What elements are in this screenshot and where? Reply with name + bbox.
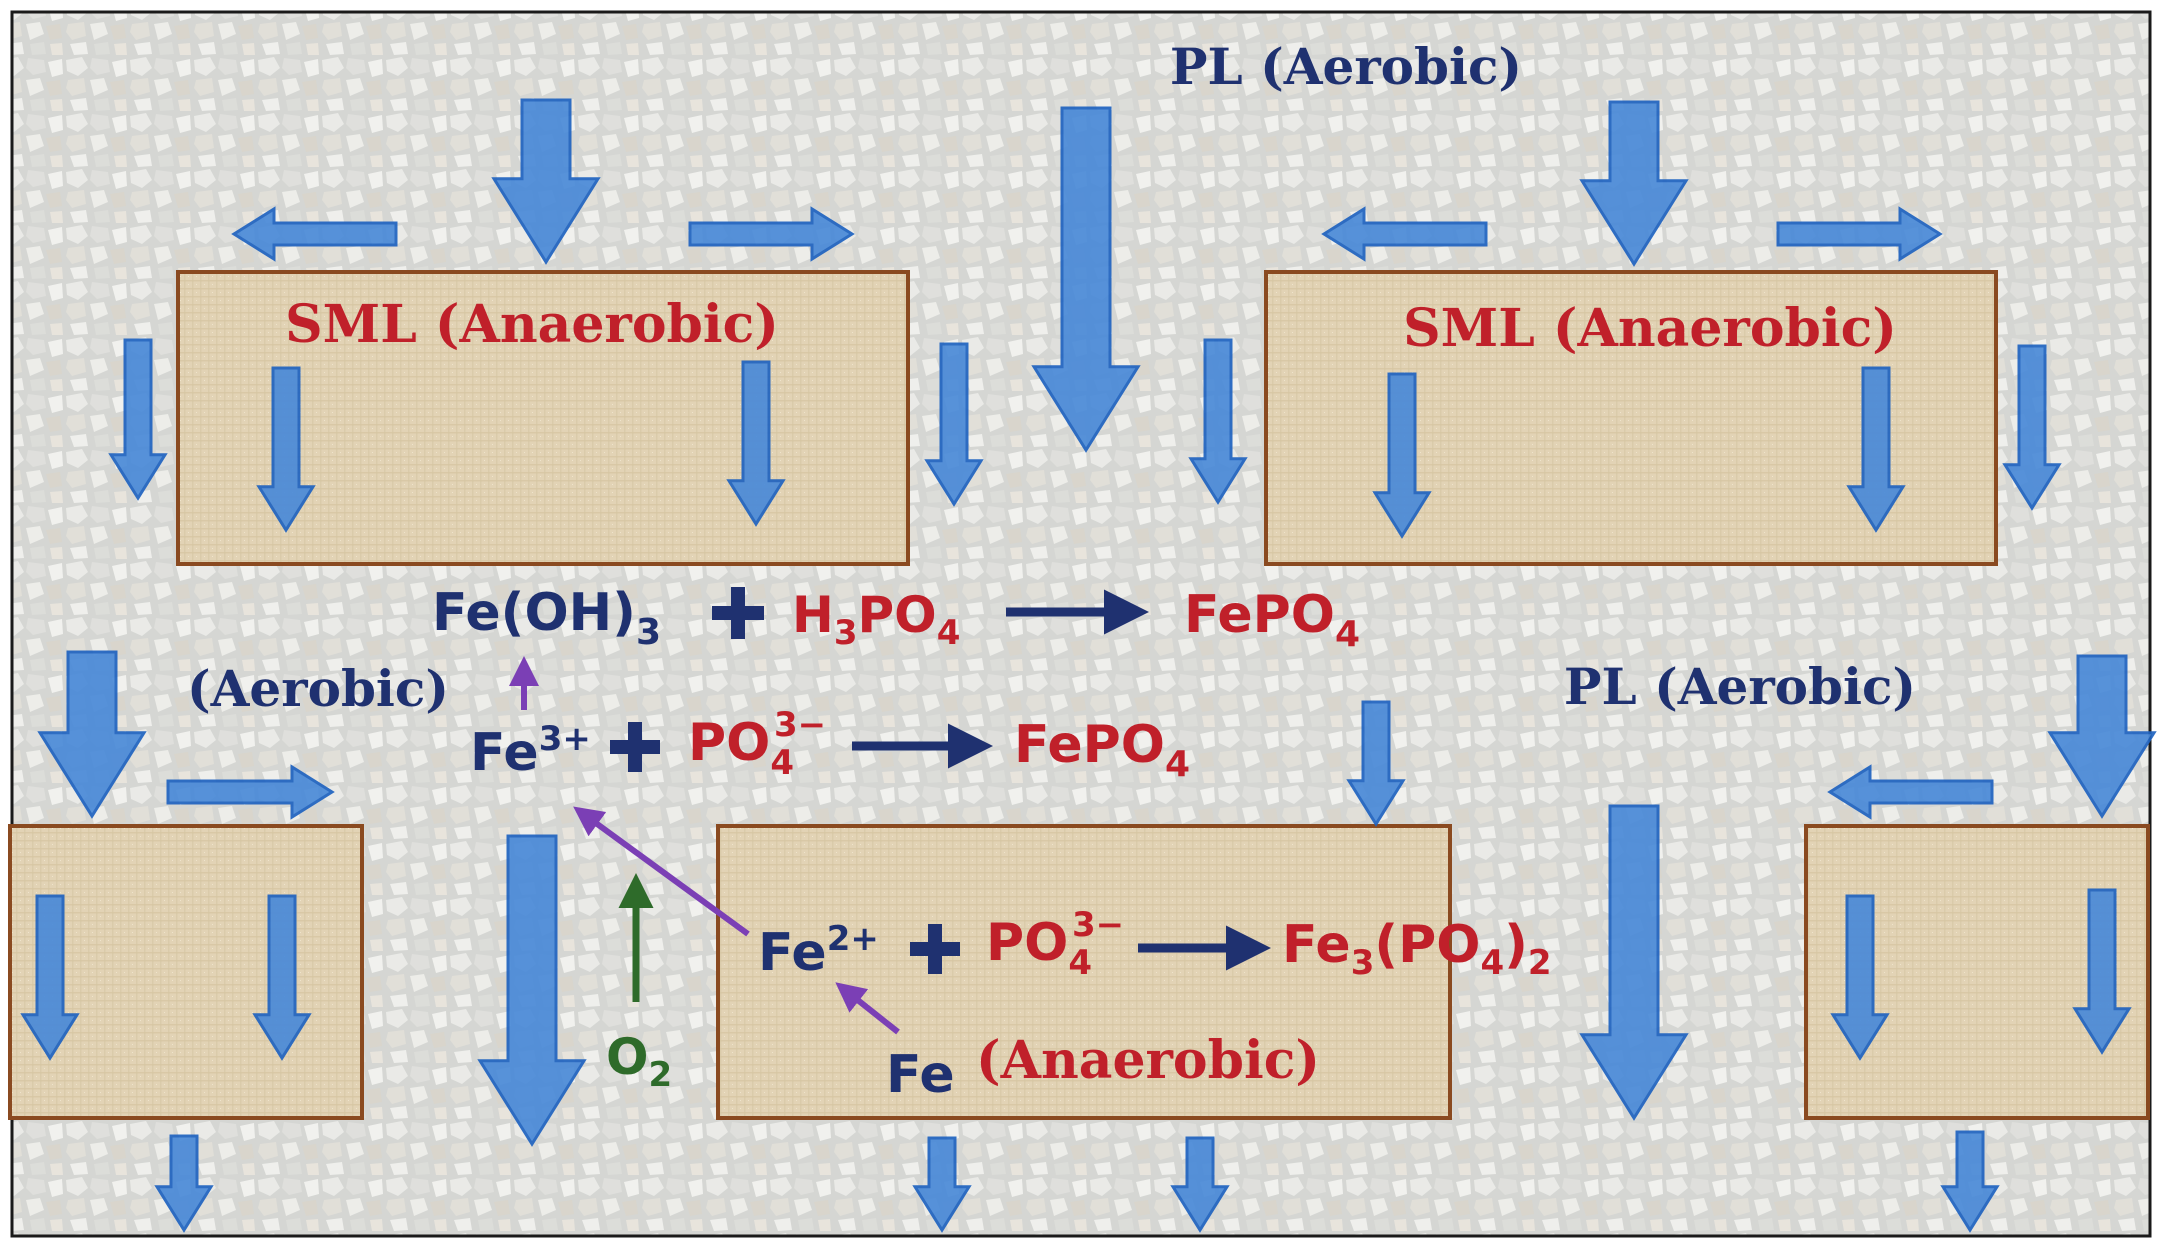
flow-arrow-right-top-right bbox=[1776, 206, 1943, 262]
species-fe: Fe bbox=[886, 1045, 955, 1105]
flow-arrow-down-exit-2 bbox=[912, 1136, 972, 1233]
box-bottom-left bbox=[8, 824, 364, 1120]
outer-frame bbox=[10, 10, 2152, 1238]
flow-arrow-down-exit-4 bbox=[1940, 1130, 2000, 1233]
flow-arrow-down-between-1 bbox=[924, 342, 984, 507]
flow-arrow-left-mid-right bbox=[1827, 764, 1994, 820]
flow-arrow-down-top-right bbox=[1579, 100, 1689, 267]
plus-sign-r2 bbox=[610, 722, 660, 772]
label-aerobic-left: (Aerobic) bbox=[187, 659, 449, 718]
r1-product-fepo4: FePO4 bbox=[1184, 585, 1360, 655]
flow-arrow-down-mid-right-large bbox=[2047, 654, 2157, 819]
flow-arrow-down-between-2 bbox=[1188, 338, 1248, 505]
flow-arrow-down-box-tl-1 bbox=[256, 366, 316, 533]
label-pl-right: PL (Aerobic) bbox=[1564, 657, 1916, 716]
label-sml-left: SML (Anaerobic) bbox=[285, 294, 779, 355]
r3-reactant-fe2: Fe2+ bbox=[758, 919, 879, 983]
flow-arrow-right-mid-left bbox=[166, 764, 335, 820]
flow-arrow-down-box-tl-2 bbox=[726, 360, 786, 527]
r3-product-fe3po42: Fe3(PO4)2 bbox=[1282, 915, 1552, 983]
flow-arrow-down-mid-center-large bbox=[477, 834, 587, 1147]
r1-reactant-feoh3: Fe(OH)3 bbox=[432, 583, 661, 653]
flow-arrow-down-outer-right bbox=[2002, 344, 2062, 511]
label-sml-right: SML (Anaerobic) bbox=[1403, 298, 1897, 359]
flow-arrow-down-box-br-1 bbox=[1830, 894, 1890, 1061]
flow-arrow-down-exit-3 bbox=[1170, 1136, 1230, 1233]
flow-arrow-down-outer-left bbox=[108, 338, 168, 501]
flow-arrow-down-box-bl-1 bbox=[20, 894, 80, 1061]
flow-arrow-down-box-tr-2 bbox=[1846, 366, 1906, 533]
flow-arrow-down-box-br-2 bbox=[2072, 888, 2132, 1055]
flow-arrow-down-center-large bbox=[1031, 106, 1141, 453]
label-anaerobic-bottom: (Anaerobic) bbox=[976, 1030, 1320, 1091]
plus-sign-r3 bbox=[910, 924, 960, 974]
plus-sign-r1 bbox=[712, 587, 764, 639]
flow-arrow-left-top-left bbox=[231, 206, 398, 262]
flow-arrow-down-exit-1 bbox=[154, 1134, 214, 1233]
r1-reactant-h3po4: H3PO4 bbox=[792, 586, 960, 653]
r3-reactant-po4: PO43− bbox=[986, 905, 1124, 983]
oxidation-arrow-fe-to-fe2 bbox=[835, 982, 900, 1035]
flow-arrow-left-top-right bbox=[1321, 206, 1488, 262]
flow-arrow-down-mid-right-center bbox=[1579, 804, 1689, 1121]
r2-reactant-fe3: Fe3+ bbox=[470, 719, 591, 783]
oxidation-arrow-fe2-to-fe3 bbox=[573, 806, 750, 937]
label-pl-top: PL (Aerobic) bbox=[1170, 37, 1522, 96]
flow-arrow-down-box-bl-2 bbox=[252, 894, 312, 1061]
r2-product-fepo4: FePO4 bbox=[1014, 715, 1190, 785]
flow-arrow-down-mid-left bbox=[37, 650, 147, 819]
box-bottom-center bbox=[716, 824, 1452, 1120]
flow-arrow-right-top-center bbox=[688, 206, 855, 262]
species-o2: O2 bbox=[606, 1028, 672, 1095]
flow-arrow-down-mid-right-small bbox=[1346, 700, 1406, 827]
flow-arrow-down-top-left bbox=[491, 98, 601, 265]
flow-arrow-down-box-tr-1 bbox=[1372, 372, 1432, 539]
flow-arrows bbox=[20, 98, 2157, 1233]
r2-reactant-po4: PO43− bbox=[688, 705, 826, 783]
